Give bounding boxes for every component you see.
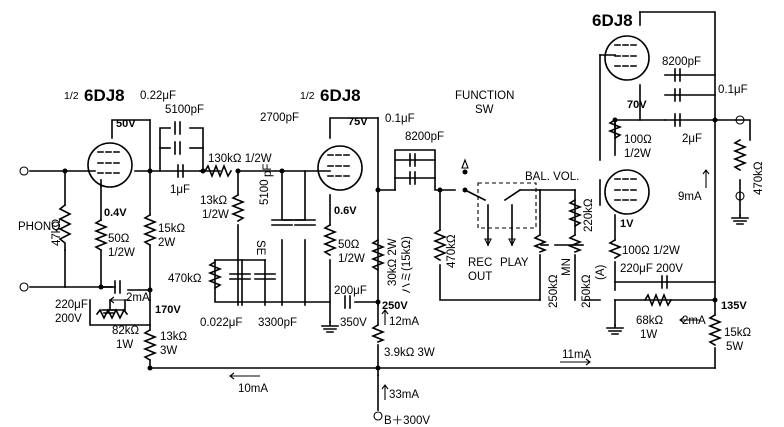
terminals: [19, 115, 745, 421]
r15k5w-power: 5W: [726, 341, 743, 353]
r47k-label: 47kΩ: [51, 218, 63, 246]
c2u-label: 2μF: [682, 133, 702, 145]
r82k-value: 82kΩ: [112, 325, 140, 337]
a-label: (A): [595, 265, 607, 281]
c0022b-label: 0.022μF: [200, 317, 242, 329]
play-label: PLAY: [500, 257, 529, 269]
bplus-voltage: B＋300V: [384, 415, 430, 427]
c8200b-label: 8200pF: [662, 56, 701, 68]
r13k3w-value: 13kΩ: [160, 331, 188, 343]
r30k-label: 30kΩ 2W: [387, 238, 399, 286]
r100a-value: 100Ω: [624, 134, 652, 146]
resistors: [58, 118, 748, 362]
c2700-label: 2700pF: [260, 112, 299, 124]
r250ka-label: 250kΩ: [581, 274, 593, 308]
function-switch: [461, 158, 537, 247]
c8200a-label: 8200pF: [405, 131, 444, 143]
r100a-power: 1/2W: [624, 148, 651, 160]
function-label: FUNCTION: [455, 90, 514, 102]
rec-label: REC: [468, 257, 492, 269]
tube-v3-upper: [604, 35, 650, 81]
v1-supply-voltage: 170V: [155, 304, 181, 316]
c5100v-value: 5100: [259, 179, 271, 205]
output-terminal-ground: [735, 191, 745, 201]
current-2ma-a: 2mA: [126, 292, 150, 304]
r50b-power: 1/2W: [338, 253, 365, 265]
c220b-label: 220μF 200V: [620, 263, 683, 275]
v2-supply-voltage: 250V: [382, 300, 408, 312]
current-arrows: [109, 169, 710, 400]
c1-label: 1μF: [170, 184, 190, 196]
r50a-power: 1/2W: [108, 247, 135, 259]
v1-plate-voltage: 50V: [116, 118, 136, 130]
r470k-label: 470kΩ: [168, 273, 202, 285]
capacitors: [114, 68, 681, 309]
tube-v3-lower: [604, 169, 650, 215]
r15k2w-power: 2W: [158, 237, 175, 249]
function-sw-label: SW: [475, 104, 494, 116]
v3-tube-label: 6DJ8: [592, 11, 633, 30]
current-9ma: 9mA: [678, 191, 702, 203]
v2-half-label: 1/2: [300, 90, 315, 102]
c022-label: 0.22μF: [140, 90, 176, 102]
input-terminal-ground: [19, 282, 29, 292]
r15k5w-value: 15kΩ: [724, 327, 752, 339]
r130k-label: 130kΩ 1/2W: [208, 153, 272, 165]
v3-supply-voltage: 135V: [721, 300, 747, 312]
c01b-label: 0.1μF: [718, 84, 748, 96]
r39k-label: 3.9kΩ 3W: [384, 347, 435, 359]
current-12ma: 12mA: [389, 316, 419, 328]
r50b-value: 50Ω: [338, 239, 360, 251]
r13kh-power: 1/2W: [202, 209, 229, 221]
se-label: SE: [254, 240, 266, 256]
r470k3-label: 470kΩ: [753, 161, 765, 195]
r470k2-label: 470kΩ: [446, 234, 458, 268]
v1-tube-label: 6DJ8: [84, 86, 125, 105]
r100b-label: 100Ω 1/2W: [622, 245, 680, 257]
c5100-label: 5100pF: [165, 104, 204, 116]
mn-label: MN: [561, 258, 573, 276]
output-terminal: [735, 115, 745, 125]
labels: 1/2 6DJ8 1/2 6DJ8 6DJ8 PHONO FUNCTION SW…: [18, 11, 765, 427]
tube-v1: [87, 142, 133, 188]
tube-v2: [317, 145, 363, 191]
r220k-label: 220kΩ: [583, 198, 595, 232]
r50a-value: 50Ω: [108, 233, 130, 245]
v2-tube-label: 6DJ8: [320, 86, 361, 105]
current-10ma: 10mA: [238, 383, 268, 395]
v2-cap-voltage: 350V: [340, 317, 367, 329]
bal-vol-label: BAL. VOL.: [525, 171, 579, 183]
r68k-value: 68kΩ: [636, 315, 664, 327]
phono-label: PHONO: [18, 221, 60, 233]
r250kmn-label: 250kΩ: [548, 274, 560, 308]
r30k-alt-label: ハミ(15kΩ): [401, 236, 413, 294]
c5100v-unit: pF: [262, 164, 274, 177]
v3-plate-voltage: 70V: [627, 99, 647, 111]
bplus-terminal: [373, 411, 383, 421]
v2-cathode-voltage: 0.6V: [334, 205, 357, 217]
c200-label: 200μF: [334, 285, 367, 297]
v2-plate-voltage: 75V: [348, 116, 368, 128]
out-label: OUT: [468, 271, 492, 283]
r13kh-value: 13kΩ: [200, 195, 228, 207]
r13k3w-power: 3W: [160, 345, 177, 357]
r15k2w-value: 15kΩ: [158, 223, 186, 235]
input-terminal-hot: [19, 166, 29, 176]
current-11ma: 11mA: [562, 349, 592, 361]
v1-cathode-voltage: 0.4V: [104, 207, 127, 219]
v3-cathode-voltage: 1V: [620, 218, 634, 230]
r82k-power: 1W: [116, 339, 133, 351]
grounds: [101, 214, 749, 335]
c220a-value: 220μF: [55, 299, 88, 311]
c01a-label: 0.1μF: [385, 113, 415, 125]
r68k-power: 1W: [640, 329, 657, 341]
c220a-voltage: 200V: [55, 313, 82, 325]
current-33ma: 33mA: [389, 389, 419, 401]
c3300-label: 3300pF: [258, 317, 297, 329]
current-2ma-b: 2mA: [682, 315, 706, 327]
v1-half-label: 1/2: [64, 90, 79, 102]
